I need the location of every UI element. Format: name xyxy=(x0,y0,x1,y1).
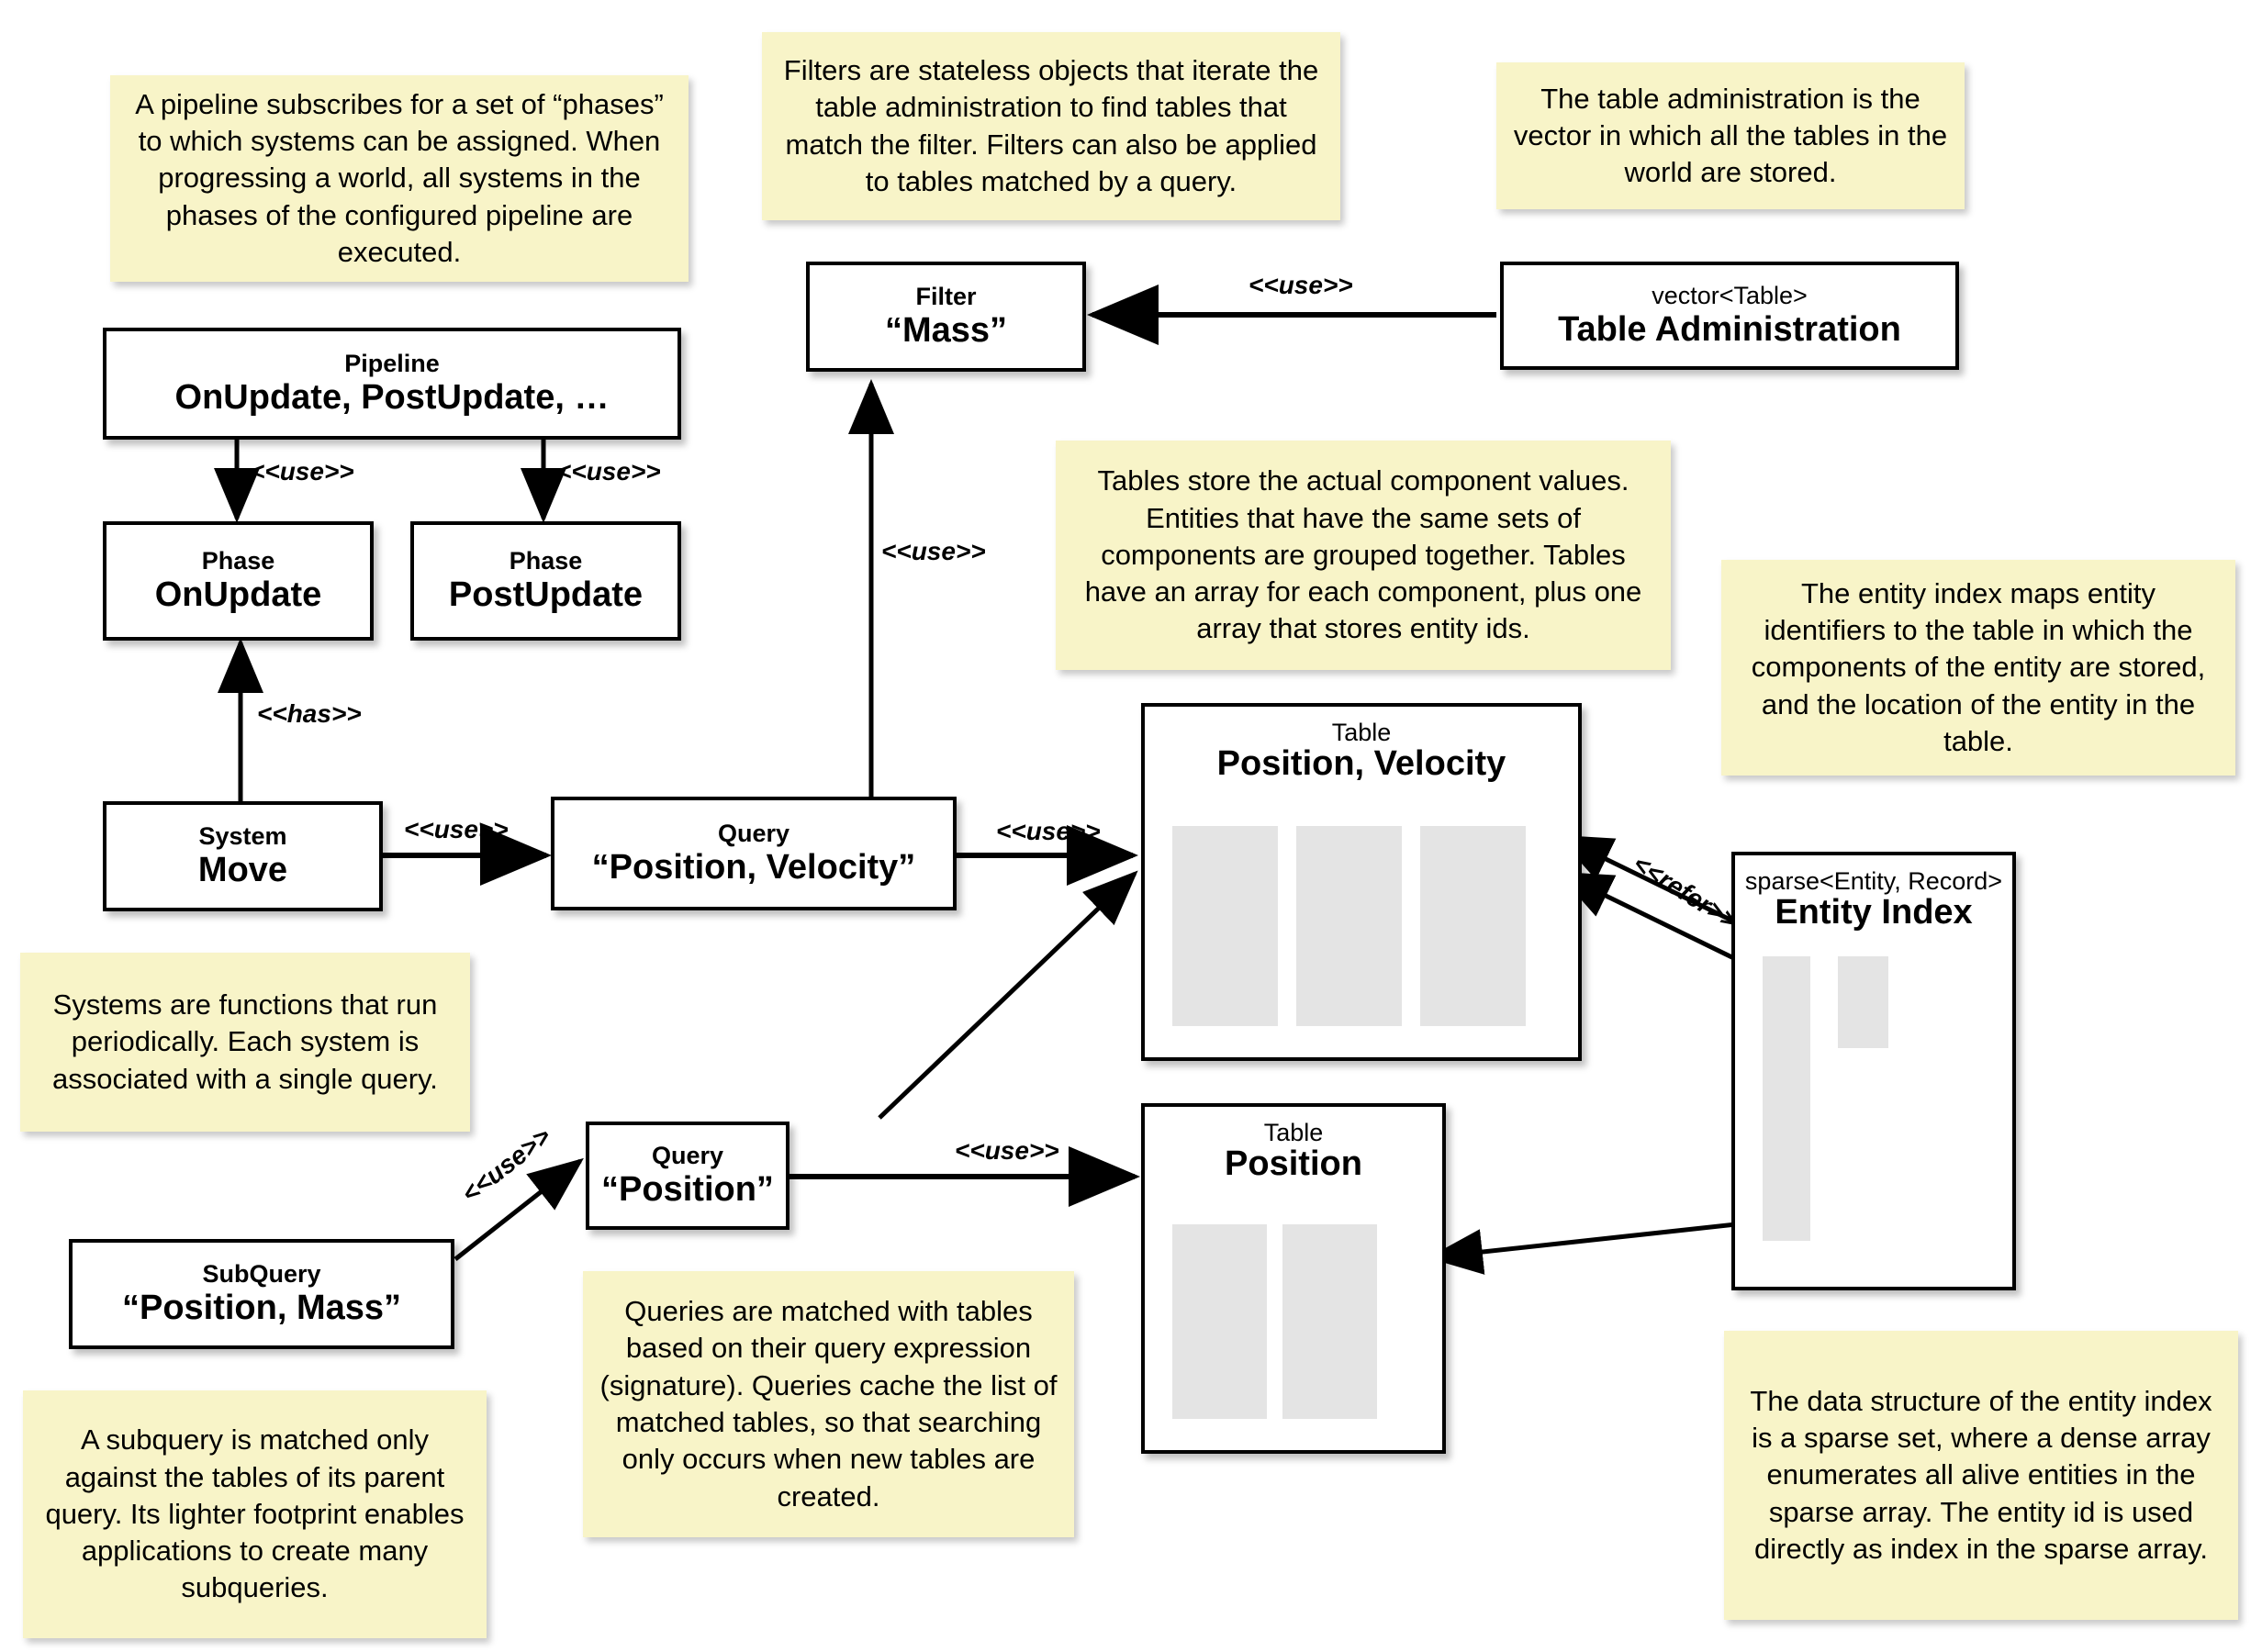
box-table-administration[interactable]: vector<Table> Table Administration xyxy=(1500,262,1959,370)
box-entity-index-title: sparse<Entity, Record> Entity Index xyxy=(1735,868,2012,932)
box-table-administration-name: Table Administration xyxy=(1558,309,1901,349)
box-table-position-velocity-name: Position, Velocity xyxy=(1216,744,1506,784)
box-table-position-stereotype: Table xyxy=(1263,1119,1324,1146)
edge-label-pipeline-to-postupdate: <<use>> xyxy=(556,457,661,486)
box-subquery-position-mass-name: “Position, Mass” xyxy=(121,1288,402,1327)
box-system-move-stereotype: System xyxy=(198,822,287,851)
box-table-position-velocity[interactable]: Table Position, Velocity xyxy=(1141,703,1582,1061)
box-pipeline[interactable]: Pipeline OnUpdate, PostUpdate, … xyxy=(103,328,681,440)
box-phase-onupdate-name: OnUpdate xyxy=(154,575,322,614)
edge-label-query-to-table-pv: <<use>> xyxy=(996,817,1101,845)
box-system-move[interactable]: System Move xyxy=(103,801,383,911)
box-pipeline-name: OnUpdate, PostUpdate, … xyxy=(174,377,610,417)
note-subquery: A subquery is matched only against the t… xyxy=(23,1390,487,1638)
note-sparse-set: The data structure of the entity index i… xyxy=(1724,1331,2238,1620)
box-entity-index-name: Entity Index xyxy=(1775,893,1973,932)
box-table-position[interactable]: Table Position xyxy=(1141,1103,1446,1454)
box-query-position-velocity[interactable]: Query “Position, Velocity” xyxy=(551,797,957,910)
box-query-position-name: “Position” xyxy=(601,1169,774,1209)
box-subquery-position-mass-stereotype: SubQuery xyxy=(202,1260,321,1289)
box-query-position[interactable]: Query “Position” xyxy=(586,1122,789,1230)
box-filter-mass-stereotype: Filter xyxy=(915,283,977,311)
table-position-column-position xyxy=(1172,1224,1267,1419)
box-pipeline-stereotype: Pipeline xyxy=(344,350,440,378)
box-query-position-stereotype: Query xyxy=(651,1142,724,1170)
box-query-position-velocity-stereotype: Query xyxy=(717,820,790,848)
entity-index-dense-array xyxy=(1838,956,1888,1048)
box-query-position-velocity-name: “Position, Velocity” xyxy=(591,847,916,887)
box-phase-onupdate[interactable]: Phase OnUpdate xyxy=(103,521,374,641)
table-column-velocity xyxy=(1296,826,1402,1026)
box-entity-index[interactable]: sparse<Entity, Record> Entity Index xyxy=(1731,852,2016,1290)
box-phase-postupdate[interactable]: Phase PostUpdate xyxy=(410,521,681,641)
box-table-position-name: Position xyxy=(1225,1144,1362,1184)
box-entity-index-stereotype: sparse<Entity, Record> xyxy=(1744,867,2003,895)
note-tables: Tables store the actual component values… xyxy=(1056,441,1671,670)
box-filter-mass-name: “Mass” xyxy=(884,310,1008,350)
note-table-admin: The table administration is the vector i… xyxy=(1496,62,1965,209)
box-phase-postupdate-stereotype: Phase xyxy=(509,547,583,575)
box-phase-onupdate-stereotype: Phase xyxy=(201,547,275,575)
table-column-position xyxy=(1172,826,1278,1026)
note-pipeline: A pipeline subscribes for a set of “phas… xyxy=(110,75,689,282)
box-table-position-velocity-title: Table Position, Velocity xyxy=(1145,720,1578,784)
box-table-administration-stereotype: vector<Table> xyxy=(1652,282,1808,310)
entity-index-sparse-array xyxy=(1763,956,1810,1241)
box-subquery-position-mass[interactable]: SubQuery “Position, Mass” xyxy=(69,1239,454,1349)
edge-label-system-to-phase: <<has>> xyxy=(257,699,362,728)
table-column-entity-ids xyxy=(1420,826,1526,1026)
note-queries: Queries are matched with tables based on… xyxy=(583,1271,1074,1537)
edge-label-index-refer-table-pv: <<refer>> xyxy=(1628,849,1743,935)
edge-label-query-p-to-table-p: <<use>> xyxy=(955,1136,1059,1165)
box-system-move-name: Move xyxy=(197,850,288,889)
box-filter-mass[interactable]: Filter “Mass” xyxy=(806,262,1086,372)
edge-label-pipeline-to-onupdate: <<use>> xyxy=(250,457,354,486)
note-filter: Filters are stateless objects that itera… xyxy=(762,32,1340,220)
edge-label-query-to-filter: <<use>> xyxy=(881,537,986,565)
box-table-position-velocity-stereotype: Table xyxy=(1331,719,1392,746)
table-position-column-entity-ids xyxy=(1282,1224,1377,1419)
edge-label-system-to-query: <<use>> xyxy=(404,815,509,843)
note-systems: Systems are functions that run periodica… xyxy=(20,953,470,1132)
box-phase-postupdate-name: PostUpdate xyxy=(448,575,644,614)
note-entity-index: The entity index maps entity identifiers… xyxy=(1721,560,2235,776)
edge-label-admin-to-filter: <<use>> xyxy=(1249,271,1353,299)
box-table-position-title: Table Position xyxy=(1145,1120,1442,1184)
edge-label-subquery-to-query-p: <<use>> xyxy=(456,1122,556,1209)
